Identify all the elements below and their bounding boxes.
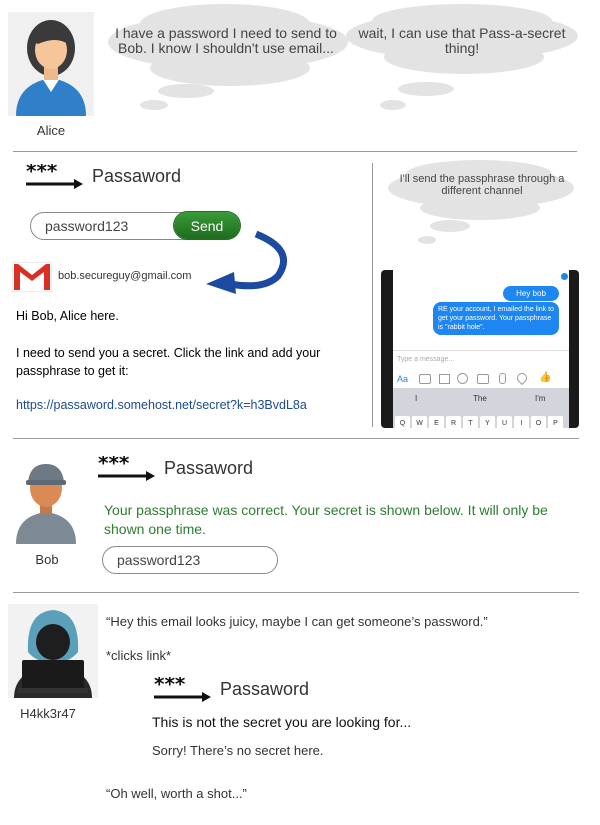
hacker-figure-icon: [14, 610, 92, 698]
hacker-avatar: [8, 604, 98, 698]
hacker-name: H4kk3r47: [20, 706, 76, 721]
aa-label[interactable]: Aa: [397, 374, 409, 384]
asterisk-arrow-icon: ***: [98, 456, 155, 481]
emoji-icon[interactable]: [457, 373, 468, 384]
passaword-logo: *** Passaword: [98, 456, 298, 486]
app-title: Passaword: [164, 458, 254, 478]
hacker-quote-2: “Oh well, worth a shot...”: [106, 786, 247, 801]
email-body: I need to send you a secret. Click the l…: [16, 346, 321, 378]
key-p[interactable]: P: [548, 416, 563, 428]
side-thought: I'll send the passphrase through a diffe…: [399, 173, 565, 197]
hacker-quote-1: “Hey this email looks juicy, maybe I can…: [106, 614, 488, 629]
gallery-icon[interactable]: [439, 374, 450, 384]
send-button[interactable]: Send: [174, 212, 240, 239]
app-title: Passaword: [220, 679, 310, 699]
divider: [13, 592, 579, 593]
keyboard: I The I'm Q W E R T Y U I O P: [393, 388, 569, 428]
message-input[interactable]: Type a message...: [397, 356, 455, 363]
like-icon[interactable]: 👍: [539, 372, 552, 383]
key-e[interactable]: E: [429, 416, 444, 428]
key-t[interactable]: T: [463, 416, 478, 428]
asterisk-arrow-icon: ***: [154, 677, 211, 702]
message-2: RE your account, I emailed the link to g…: [433, 302, 559, 335]
suggestion-2[interactable]: The: [473, 394, 487, 403]
svg-text:***: ***: [154, 677, 186, 696]
input-divider: [393, 350, 569, 351]
alice-thought-2: wait, I can use that Pass-a-secret thing…: [358, 25, 566, 56]
key-q[interactable]: Q: [395, 416, 410, 428]
suggestion-1[interactable]: I: [415, 394, 418, 403]
passaword-logo: *** Passaword: [154, 677, 354, 707]
svg-text:***: ***: [98, 456, 130, 475]
bob-avatar: [14, 458, 78, 544]
location-icon[interactable]: [514, 370, 530, 386]
read-receipt-icon: [561, 273, 568, 280]
success-message: Your passphrase was correct. Your secret…: [104, 502, 548, 537]
alice-name: Alice: [36, 123, 66, 138]
passaword-logo: *** Passaword: [26, 164, 226, 194]
revealed-secret-field[interactable]: password123: [102, 546, 278, 574]
mic-icon[interactable]: [499, 373, 506, 384]
email-greeting: Hi Bob, Alice here.: [16, 309, 119, 323]
camera-icon[interactable]: [419, 374, 431, 384]
alice-figure-icon: [16, 20, 86, 116]
key-y[interactable]: Y: [480, 416, 495, 428]
key-r[interactable]: R: [446, 416, 461, 428]
gif-icon[interactable]: [477, 374, 489, 384]
vertical-divider: [372, 163, 373, 427]
gmail-icon: [11, 261, 53, 293]
hacker-action: *clicks link*: [106, 648, 172, 663]
key-i[interactable]: I: [514, 416, 529, 428]
key-u[interactable]: U: [497, 416, 512, 428]
messenger-phone: Hey bob RE your account, I emailed the l…: [381, 270, 579, 428]
bob-name: Bob: [35, 552, 59, 567]
asterisk-arrow-icon: ***: [26, 164, 83, 189]
messenger-screen: Hey bob RE your account, I emailed the l…: [393, 270, 569, 428]
message-1: Hey bob: [503, 286, 559, 301]
alice-avatar: [8, 12, 94, 116]
secret-link[interactable]: https://passaword.somehost.net/secret?k=…: [16, 398, 307, 412]
key-w[interactable]: W: [412, 416, 427, 428]
no-secret-message: Sorry! There’s no secret here.: [152, 743, 324, 758]
divider: [13, 151, 577, 152]
app-title: Passaword: [92, 166, 182, 186]
key-o[interactable]: O: [531, 416, 546, 428]
bob-figure-icon: [16, 464, 76, 544]
curved-arrow-icon: [206, 230, 288, 294]
suggestion-3[interactable]: I'm: [535, 394, 546, 403]
svg-text:***: ***: [26, 164, 58, 183]
email-address: bob.secureguy@gmail.com: [58, 270, 192, 282]
no-secret-heading: This is not the secret you are looking f…: [152, 714, 412, 730]
alice-thought-1: I have a password I need to send to Bob.…: [115, 25, 337, 56]
divider: [13, 438, 579, 439]
